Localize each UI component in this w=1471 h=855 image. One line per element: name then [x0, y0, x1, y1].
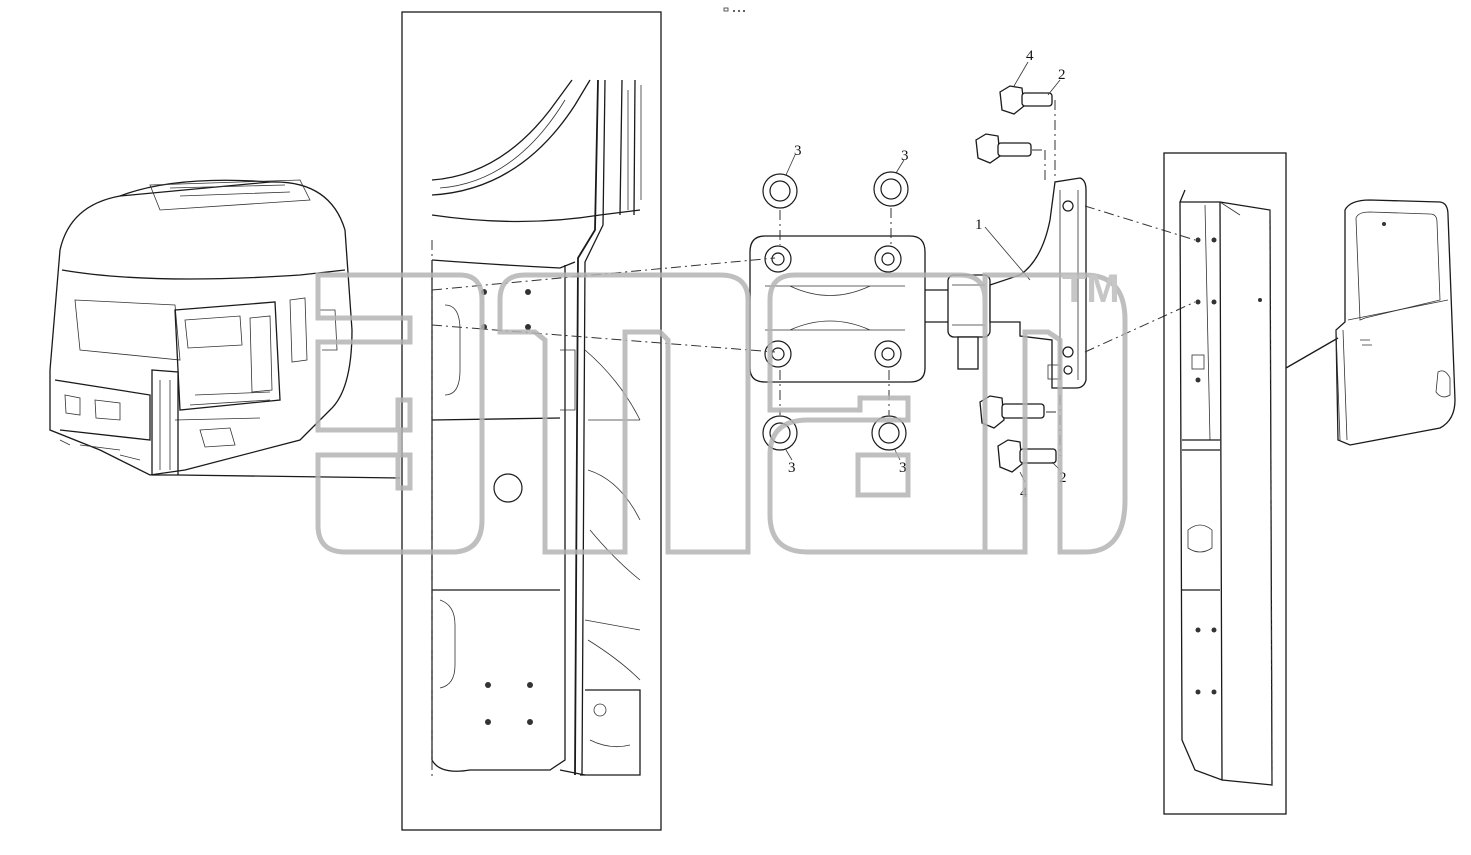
watermark-logo: TM [315, 267, 1128, 555]
door-pillar-detail [401, 11, 662, 831]
watermark-trademark: TM [1062, 267, 1120, 311]
callout-3-bottom-left: 3 [788, 460, 796, 476]
hinge-assembly [749, 177, 1087, 389]
callout-3-top-left: 3 [794, 143, 802, 159]
hinge-door-arm [989, 177, 1087, 389]
bolt-bottom-1 [979, 395, 1045, 429]
callout-3-bottom-right: 3 [899, 460, 907, 476]
bolt-top-2 [975, 133, 1032, 164]
assembly-lines [431, 100, 1339, 456]
door-edge-detail [1163, 152, 1287, 815]
bolt-top-1 [999, 85, 1053, 115]
callout-2-top: 2 [1058, 67, 1066, 83]
truck-cab-overview [49, 179, 401, 479]
top-mark [723, 7, 745, 12]
callout-3-top-right: 3 [901, 148, 909, 164]
callout-4-top: 4 [1026, 48, 1034, 64]
cab-door-overview [1335, 199, 1456, 446]
callout-2-bottom: 2 [1059, 470, 1067, 486]
bolt-bottom-2 [997, 439, 1057, 473]
hinge-pin [957, 336, 979, 370]
washers [762, 171, 909, 451]
callout-1: 1 [975, 217, 983, 233]
